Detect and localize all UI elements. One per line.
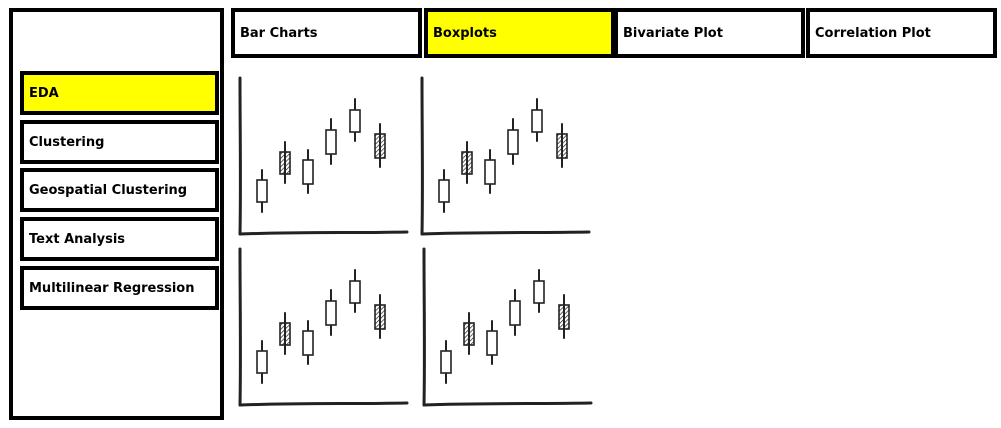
candle-mark bbox=[279, 141, 291, 184]
x-axis-line bbox=[238, 401, 409, 407]
candle-mark bbox=[256, 169, 268, 213]
candlestick-boxplot-sketch-icon bbox=[238, 247, 409, 407]
candle-mark bbox=[374, 123, 386, 168]
candle-mark bbox=[486, 320, 498, 365]
sidebar-item-label: EDA bbox=[29, 85, 59, 101]
candle-mark bbox=[484, 149, 496, 194]
sidebar-item-geospatial-clustering[interactable]: Geospatial Clustering bbox=[20, 168, 219, 212]
candle-mark bbox=[507, 118, 519, 165]
sidebar-item-text-analysis[interactable]: Text Analysis bbox=[20, 217, 219, 261]
sidebar-item-label: Clustering bbox=[29, 134, 105, 150]
candle-mark bbox=[438, 169, 450, 213]
candle-mark bbox=[440, 340, 452, 384]
candle-mark bbox=[461, 141, 473, 184]
candle-mark bbox=[349, 269, 361, 313]
sidebar-item-clustering[interactable]: Clustering bbox=[20, 120, 219, 164]
tab-label: Boxplots bbox=[433, 25, 497, 41]
x-axis-line bbox=[238, 230, 409, 236]
candle-mark bbox=[463, 312, 475, 355]
x-axis-line bbox=[420, 230, 591, 236]
tab-bar-charts[interactable]: Bar Charts bbox=[231, 8, 422, 58]
tab-label: Bar Charts bbox=[240, 25, 318, 41]
candle-mark bbox=[256, 340, 268, 384]
sidebar: EDA Clustering Geospatial Clustering Tex… bbox=[9, 8, 224, 420]
boxplot-image bbox=[235, 72, 410, 238]
candle-mark bbox=[279, 312, 291, 355]
candle-mark bbox=[374, 294, 386, 339]
candle-mark bbox=[349, 98, 361, 142]
candle-mark bbox=[302, 320, 314, 365]
tab-boxplots[interactable]: Boxplots bbox=[424, 8, 615, 58]
tab-correlation-plot[interactable]: Correlation Plot bbox=[806, 8, 997, 58]
tab-bivariate-plot[interactable]: Bivariate Plot bbox=[614, 8, 805, 58]
boxplot-image bbox=[417, 72, 592, 238]
candle-mark bbox=[558, 294, 570, 339]
sidebar-item-label: Text Analysis bbox=[29, 231, 126, 247]
candle-mark bbox=[325, 118, 337, 165]
tab-label: Bivariate Plot bbox=[623, 25, 723, 41]
candle-mark bbox=[325, 289, 337, 336]
candle-mark bbox=[531, 98, 543, 142]
candle-mark bbox=[556, 123, 568, 168]
boxplot-image bbox=[235, 243, 410, 409]
x-axis-line bbox=[422, 401, 593, 407]
candlestick-boxplot-sketch-icon bbox=[422, 247, 593, 407]
candlestick-boxplot-sketch-icon bbox=[238, 76, 409, 236]
candlestick-boxplot-sketch-icon bbox=[420, 76, 591, 236]
candle-mark bbox=[533, 269, 545, 313]
tab-label: Correlation Plot bbox=[815, 25, 931, 41]
sidebar-item-label: Multilinear Regression bbox=[29, 280, 195, 296]
sidebar-item-label: Geospatial Clustering bbox=[29, 182, 188, 198]
sidebar-item-eda[interactable]: EDA bbox=[20, 71, 219, 115]
boxplot-image bbox=[419, 243, 594, 409]
candle-mark bbox=[509, 289, 521, 336]
sidebar-item-multilinear-regression[interactable]: Multilinear Regression bbox=[20, 266, 219, 310]
candle-mark bbox=[302, 149, 314, 194]
